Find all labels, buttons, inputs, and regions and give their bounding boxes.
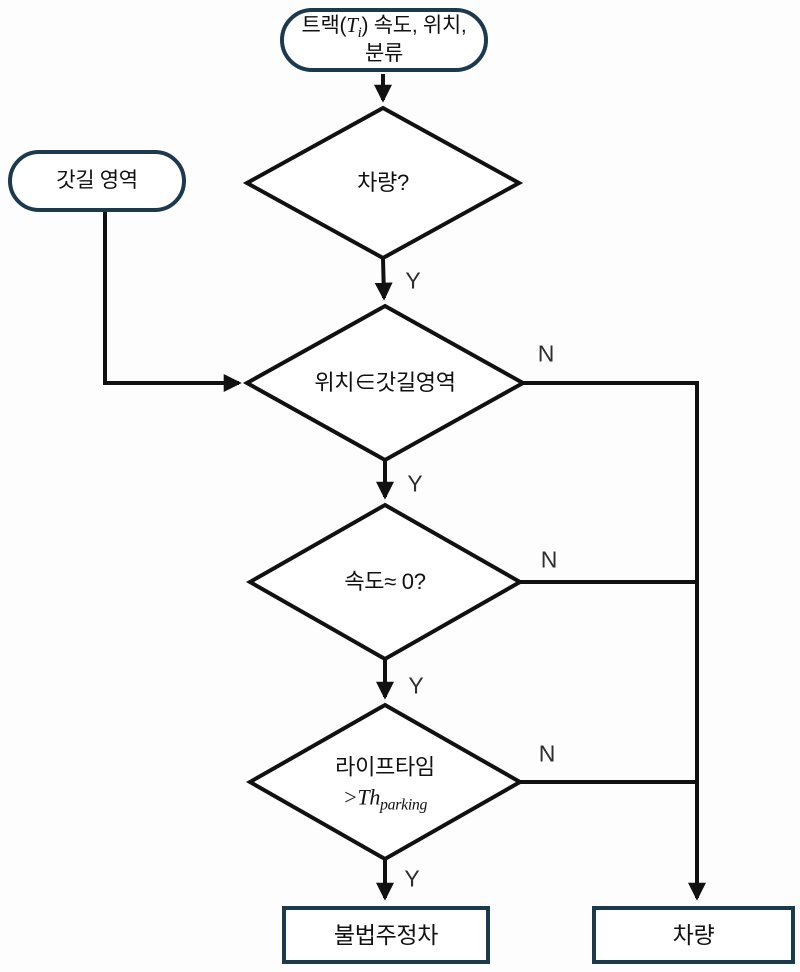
result-vehicle-label: 차량 [672,921,715,948]
edge-label-no-2: N [540,546,558,573]
start-node-line2: 분류 [364,42,404,65]
edge-no-rail-to-vehicle-box [523,381,706,901]
edge-shoulder-area-to-position-check [103,212,242,392]
edge-vehicle-yes-to-position-check [374,257,393,301]
track-variable: T [346,13,358,38]
result-vehicle-box: 차량 [592,906,795,964]
edge-label-yes-3: Y [408,672,424,699]
edge-label-no-1: N [537,340,555,367]
edge-label-no-3: N [538,740,556,767]
start-node-track-info: 트랙(Ti) 속도, 위치, 분류 [280,8,488,72]
decision-vehicle-diamond [242,105,524,261]
shoulder-area-node: 갓길 영역 [8,150,186,212]
edge-label-yes-1: Y [405,267,421,294]
track-variable-subscript: i [357,25,362,42]
edge-label-yes-4: Y [404,865,420,892]
decision-lifetime-expression: >Thparking [342,784,428,814]
decision-lifetime-label: 라이프타임 >Thparking [335,752,435,814]
start-node-line1: 트랙(Ti) 속도, 위치, [301,13,467,42]
edge-label-yes-2: Y [407,470,423,497]
result-illegal-parking-label: 불법주정차 [333,921,439,948]
decision-lifetime-diamond [245,702,525,862]
shoulder-area-label: 갓길 영역 [56,169,138,193]
result-illegal-parking-box: 불법주정차 [282,906,490,964]
decision-lifetime-line1: 라이프타임 [335,754,435,780]
decision-speed-label: 속도≈ 0? [344,569,426,595]
decision-position-label: 위치∈갓길영역 [314,370,456,396]
decision-speed-diamond [245,502,525,662]
decision-vehicle-label: 차량? [357,170,409,196]
decision-position-diamond [242,303,528,463]
